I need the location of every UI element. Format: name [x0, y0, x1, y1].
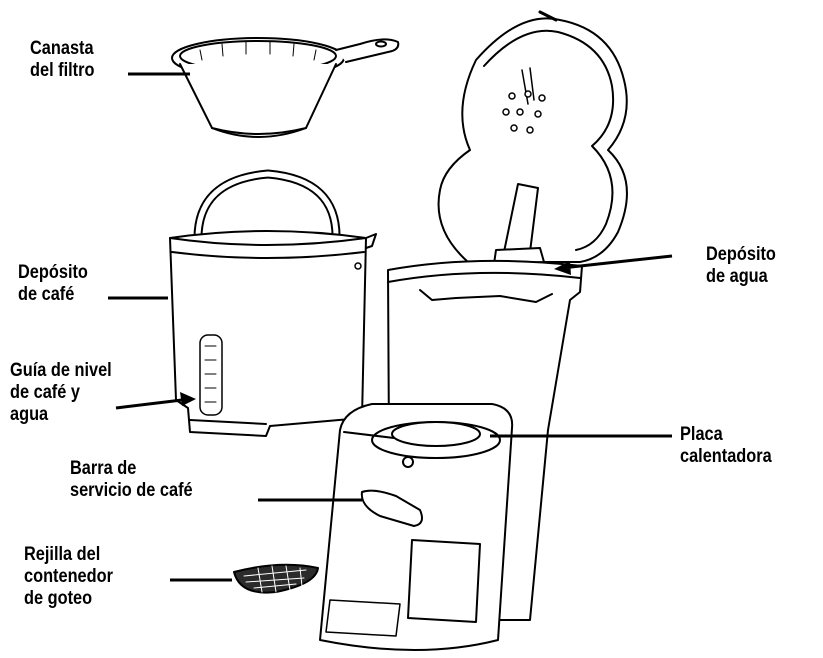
callout-lines — [108, 72, 673, 582]
label-line: del filtro — [30, 60, 95, 81]
label-line: de café y — [10, 382, 80, 403]
label-line: Barra de — [70, 458, 137, 479]
label-line: de café — [18, 284, 75, 305]
label-placa-calentadora: Placa calentadora — [680, 424, 772, 468]
label-deposito-cafe: Depósito de café — [18, 262, 88, 306]
label-line: Placa — [680, 424, 723, 445]
label-line: Canasta — [30, 38, 94, 59]
label-deposito-agua: Depósito de agua — [706, 244, 776, 288]
filter-basket — [171, 37, 400, 138]
label-line: calentadora — [680, 446, 772, 467]
label-line: Depósito — [706, 244, 776, 265]
label-canasta-filtro: Canasta del filtro — [30, 38, 94, 82]
coffee-carafe — [169, 169, 377, 437]
coffee-maker-body — [319, 10, 628, 651]
label-barra-servicio: Barra de servicio de café — [70, 458, 193, 502]
label-line: Guía de nivel — [10, 360, 112, 381]
label-line: agua — [10, 404, 49, 425]
label-rejilla: Rejilla del contenedor de goteo — [24, 544, 113, 610]
label-line: contenedor — [24, 566, 113, 587]
label-line: Rejilla del — [24, 544, 101, 565]
label-guia-nivel: Guía de nivel de café y agua — [10, 360, 112, 426]
drip-tray-grate — [233, 563, 319, 594]
label-line: de agua — [706, 266, 768, 287]
label-line: Depósito — [18, 262, 88, 283]
label-line: servicio de café — [70, 480, 193, 501]
callout-arrowheads — [180, 261, 571, 406]
label-line: de goteo — [24, 588, 93, 609]
